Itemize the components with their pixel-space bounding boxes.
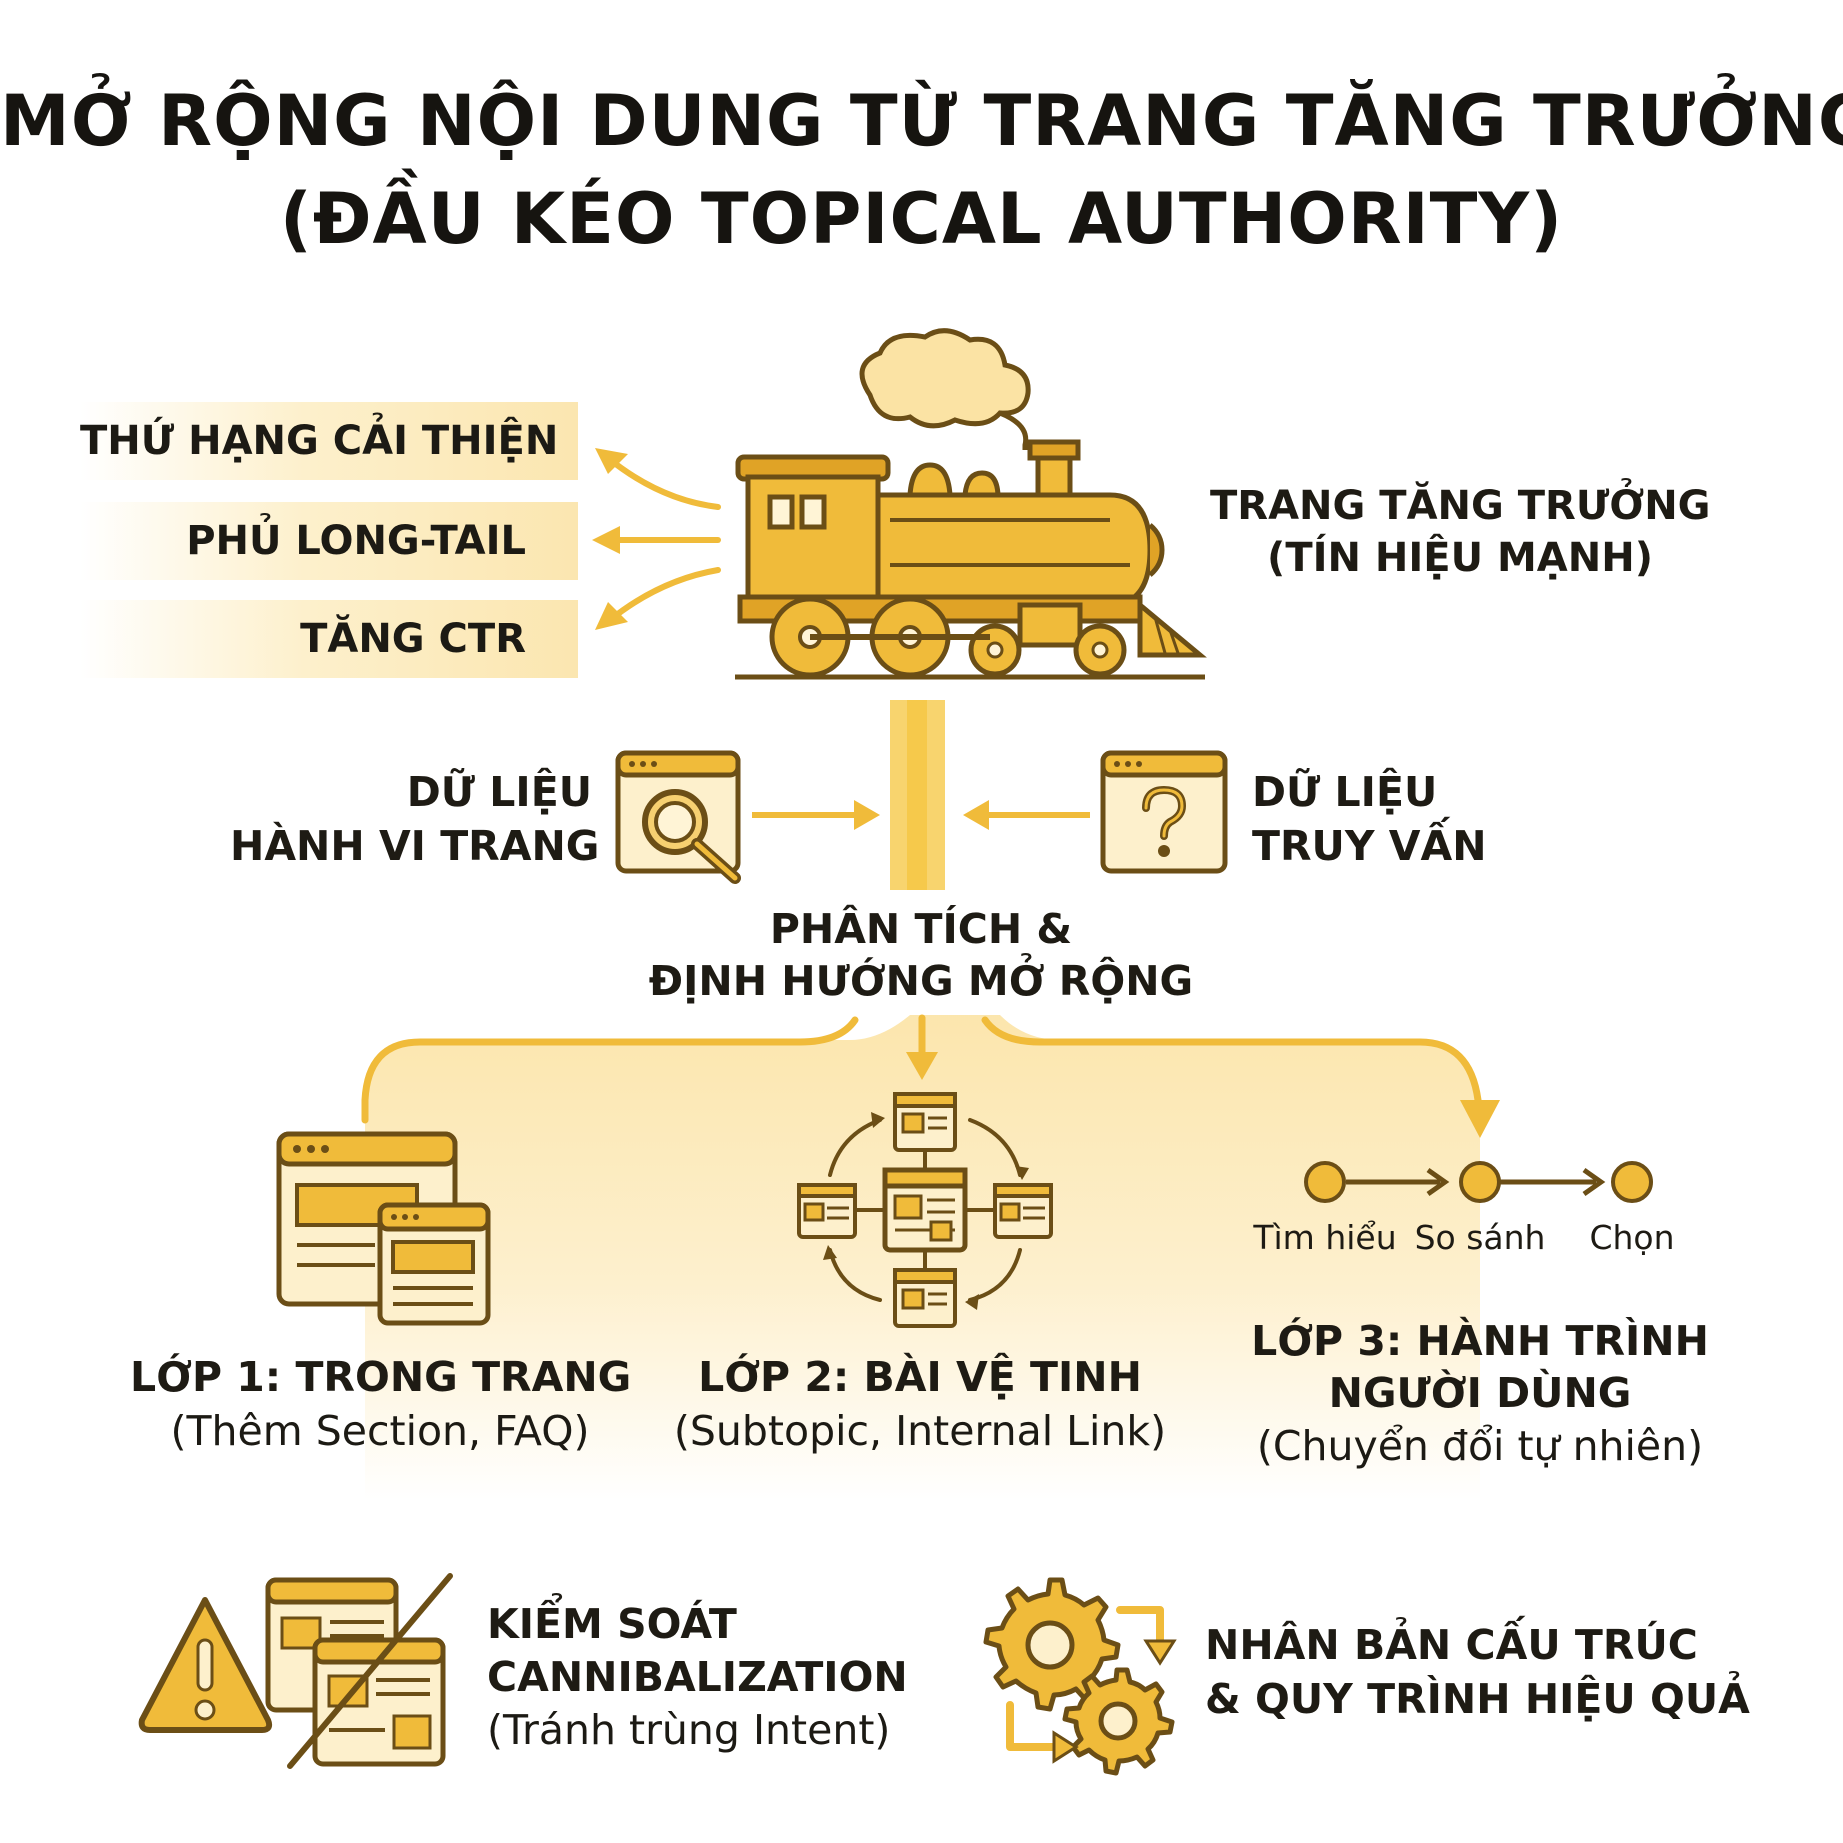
layer-1-title: LỚP 1: TRONG TRANG bbox=[130, 1353, 632, 1401]
replicate-block: NHÂN BẢN CẤU TRÚC & QUY TRÌNH HIỆU QUẢ bbox=[1205, 1618, 1750, 1726]
layer-1-subtitle: (Thêm Section, FAQ) bbox=[170, 1407, 590, 1455]
benefit-ctr: TĂNG CTR bbox=[80, 600, 578, 678]
engine-label: TRANG TĂNG TRƯỞNG (TÍN HIỆU MẠNH) bbox=[1210, 483, 1711, 581]
question-browser-icon bbox=[1100, 750, 1228, 874]
cannibalization-title-2: CANNIBALIZATION bbox=[487, 1653, 908, 1701]
cannibalization-block: KIỂM SOÁT CANNIBALIZATION (Tránh trùng I… bbox=[487, 1598, 908, 1757]
replicate-title-2: & QUY TRÌNH HIỆU QUẢ bbox=[1205, 1675, 1750, 1723]
satellite-network-icon bbox=[797, 1092, 1053, 1328]
layer-2-subtitle: (Subtopic, Internal Link) bbox=[673, 1407, 1167, 1455]
layer-2: LỚP 2: BÀI VỆ TINH (Subtopic, Internal L… bbox=[660, 1350, 1180, 1458]
title-line-2: (ĐẦU KÉO TOPICAL AUTHORITY) bbox=[279, 178, 1564, 260]
layer-3-title-2: NGƯỜI DÙNG bbox=[1328, 1369, 1632, 1417]
cannibalization-title-1: KIỂM SOÁT bbox=[487, 1600, 737, 1648]
layer-3: LỚP 3: HÀNH TRÌNH NGƯỜI DÙNG (Chuyển đổi… bbox=[1230, 1315, 1730, 1473]
query-arrow bbox=[963, 800, 1090, 830]
vertical-connector bbox=[890, 700, 945, 890]
layer-3-subtitle: (Chuyển đổi tự nhiên) bbox=[1256, 1422, 1704, 1470]
steam-locomotive-icon bbox=[735, 328, 1207, 680]
layer-2-title: LỚP 2: BÀI VỆ TINH bbox=[698, 1353, 1142, 1401]
page-title: MỞ RỘNG NỘI DUNG TỪ TRANG TĂNG TRƯỞNG (Đ… bbox=[0, 72, 1843, 268]
layer-1: LỚP 1: TRONG TRANG (Thêm Section, FAQ) bbox=[130, 1350, 632, 1458]
journey-step-1: Tìm hiểu bbox=[1253, 1218, 1397, 1257]
replicate-title-1: NHÂN BẢN CẤU TRÚC bbox=[1205, 1621, 1698, 1669]
gears-cycle-icon bbox=[983, 1577, 1177, 1776]
benefit-arrows bbox=[592, 448, 721, 630]
journey-step-3: Chọn bbox=[1589, 1218, 1675, 1257]
analysis-label: PHÂN TÍCH & ĐỊNH HƯỚNG MỞ RỘNG bbox=[648, 905, 1194, 1005]
title-line-1: MỞ RỘNG NỘI DUNG TỪ TRANG TĂNG TRƯỞNG bbox=[0, 80, 1843, 162]
layer-3-title-1: LỚP 3: HÀNH TRÌNH bbox=[1251, 1317, 1709, 1365]
benefit-ranking: THỨ HẠNG CẢI THIỆN bbox=[80, 402, 578, 480]
layered-pages-icon bbox=[276, 1131, 491, 1326]
cannibalization-subtitle: (Tránh trùng Intent) bbox=[487, 1706, 891, 1754]
behavior-arrow bbox=[752, 800, 880, 830]
benefit-longtail: PHỦ LONG-TAIL bbox=[80, 502, 578, 580]
journey-steps-icon bbox=[1304, 1161, 1653, 1203]
journey-step-2: So sánh bbox=[1414, 1218, 1546, 1257]
behavior-data-label: DỮ LIỆU HÀNH VI TRANG bbox=[230, 768, 600, 870]
warning-duplicate-pages-icon bbox=[138, 1573, 453, 1769]
query-data-label: DỮ LIỆU TRUY VẤN bbox=[1252, 768, 1487, 870]
magnifier-browser-icon bbox=[615, 750, 741, 884]
